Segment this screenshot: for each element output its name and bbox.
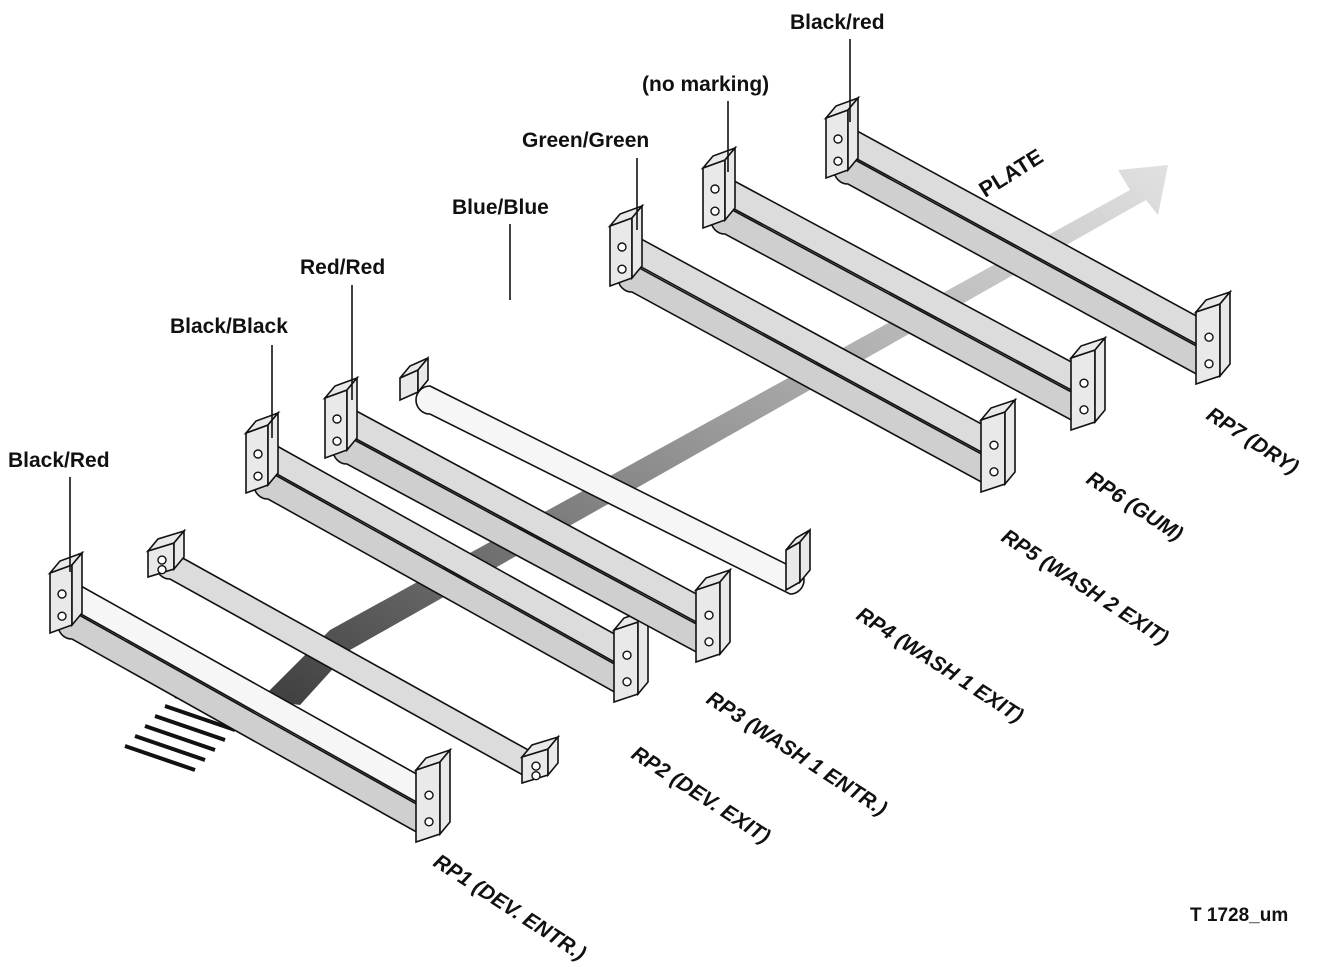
rack-rp2 xyxy=(145,528,561,785)
rack-rp3 xyxy=(243,410,651,704)
rack-label-rp7: RP7 (DRY) xyxy=(1202,403,1302,479)
side-frame xyxy=(1193,289,1233,386)
marking-label-rp8: Black/red xyxy=(790,11,885,34)
marking-label-rp6: Green/Green xyxy=(522,129,649,152)
marking-label-rp7: (no marking) xyxy=(642,73,769,96)
plate-flow-label: PLATE xyxy=(974,144,1047,203)
rack-label-rp2: RP2 (DEV. EXIT) xyxy=(627,742,774,849)
marking-label-rp1: Black/Red xyxy=(8,449,110,472)
rack-rp1 xyxy=(47,550,453,844)
side-frame xyxy=(1068,335,1108,432)
plate-entry-stripe xyxy=(164,704,236,732)
side-frame xyxy=(693,567,733,664)
side-frame xyxy=(978,397,1018,494)
plate-entry-stripe xyxy=(154,714,226,742)
side-frame xyxy=(47,550,85,635)
rack-label-rp6: RP6 (GUM) xyxy=(1082,467,1187,546)
side-frame xyxy=(785,527,811,592)
rack-rp5 xyxy=(399,355,811,595)
side-frame xyxy=(243,410,281,495)
rack-label-rp1: RP1 (DEV. ENTR.) xyxy=(429,850,590,965)
plate-entry-stripe xyxy=(124,744,196,772)
plate-entry-stripe xyxy=(144,724,216,752)
rack-rp7 xyxy=(700,145,1108,432)
rack-label-rp5: RP5 (WASH 2 EXIT) xyxy=(997,525,1172,650)
side-frame xyxy=(399,355,429,402)
figure-id: T 1728_um xyxy=(1190,905,1288,926)
side-frame xyxy=(322,375,360,460)
plate-entry-stripe xyxy=(134,734,206,762)
rack-rp8 xyxy=(823,95,1233,386)
side-frame xyxy=(519,734,561,785)
side-frame xyxy=(145,528,187,579)
racks-group xyxy=(47,95,1233,844)
marking-label-rp4: Red/Red xyxy=(300,256,385,279)
rack-rp4 xyxy=(322,375,733,664)
rack-rp6 xyxy=(607,203,1018,494)
side-frame xyxy=(611,607,651,704)
marking-label-rp5: Blue/Blue xyxy=(452,196,549,219)
marking-label-rp3: Black/Black xyxy=(170,315,288,338)
rack-label-rp4: RP4 (WASH 1 EXIT) xyxy=(852,603,1027,728)
roller xyxy=(57,610,435,835)
side-frame xyxy=(607,203,645,288)
side-frame xyxy=(413,747,453,844)
